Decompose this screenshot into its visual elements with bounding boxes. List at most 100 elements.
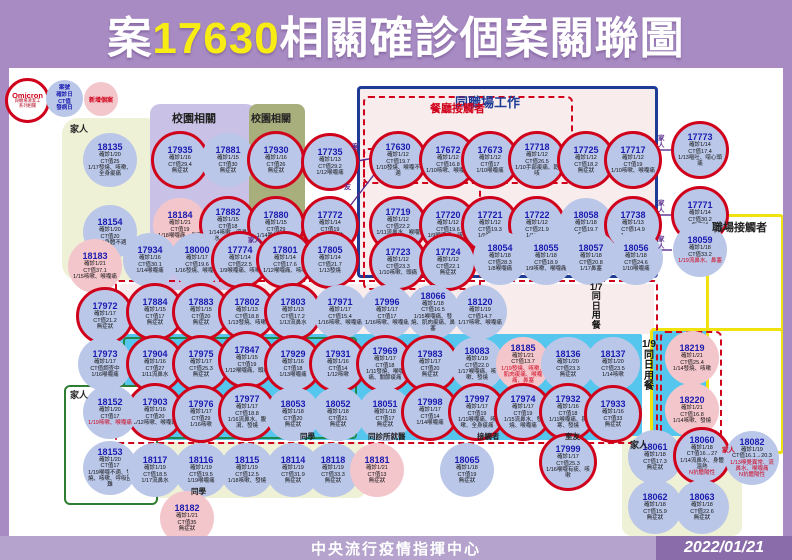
- relation-label: 室友: [565, 432, 580, 441]
- case-id: 18066: [420, 290, 446, 301]
- box-label-workplace-contacts: 職場接觸者: [712, 222, 767, 234]
- case-id: 17929: [280, 349, 306, 360]
- case-id: 17718: [524, 141, 550, 152]
- header-banner: 案17630相關確診個案關聯圖: [0, 0, 792, 68]
- case-id: 18153: [97, 446, 123, 457]
- case-id: 18052: [325, 399, 351, 410]
- case-id: 18057: [578, 243, 604, 254]
- case-id: 18055: [533, 243, 559, 254]
- case-id: 17973: [92, 349, 118, 360]
- case-id: 17717: [620, 145, 646, 156]
- case-id: 18182: [174, 503, 200, 514]
- right-border-strip: [783, 68, 792, 560]
- relation-label: 客: [352, 144, 359, 151]
- case-id: 18118: [320, 455, 346, 466]
- case-id: 17969: [372, 345, 398, 356]
- legend-omicron-title: Omicron: [12, 90, 43, 100]
- case-id: 17720: [435, 210, 461, 221]
- case-id: 18120: [467, 297, 493, 308]
- case-id: 18219: [679, 343, 705, 354]
- case-id: 18220: [679, 395, 705, 406]
- case-id: 17773: [687, 131, 713, 142]
- relation-label: 友: [344, 184, 351, 191]
- case-id: 17882: [215, 206, 241, 217]
- case-id: 18058: [573, 210, 599, 221]
- legend-omicron-line2: 與機場清潔工: [14, 98, 41, 104]
- left-border-strip: [0, 68, 9, 560]
- case-id: 17803: [280, 297, 306, 308]
- case-id: 18154: [97, 217, 123, 228]
- case-id: 17771: [687, 200, 713, 211]
- case-id: 17934: [137, 245, 163, 256]
- box-label-workplace-box: 同職場工作: [455, 95, 521, 110]
- case-number-highlight: 17630: [152, 14, 280, 63]
- box-label-family-bottom-right: 家人: [630, 440, 649, 450]
- case-id: 17735: [317, 147, 343, 158]
- case-id: 17802: [234, 297, 260, 308]
- case-id: 17903: [142, 397, 168, 408]
- case-id: 18114: [280, 455, 306, 466]
- case-id: 17719: [385, 206, 411, 217]
- relation-label: 接觸者: [477, 432, 500, 441]
- footer-date: 2022/01/21: [656, 536, 792, 560]
- case-id: 17884: [142, 297, 168, 308]
- footer-organization: 中央流行疫情指揮中心: [310, 540, 481, 558]
- case-id: 17975: [188, 349, 214, 360]
- case-id: 17847: [234, 345, 260, 356]
- case-id: 18063: [689, 492, 715, 503]
- box-label-family-green-box: 家人: [70, 390, 89, 400]
- relation-label: 同學: [300, 432, 315, 441]
- case-id: 17904: [142, 349, 168, 360]
- relation-label: 家 人: [658, 135, 665, 149]
- legend-new-case: 新增個案: [84, 82, 118, 116]
- legend-omicron-badge: Omicron 與機場清潔工 系列相關: [5, 78, 50, 123]
- case-id: 17983: [417, 349, 443, 360]
- case-id: 17971: [327, 297, 353, 308]
- case-id: 18054: [487, 243, 513, 254]
- case-id: 17883: [188, 297, 214, 308]
- case-id: 17725: [573, 145, 599, 156]
- case-id: 17722: [524, 210, 550, 221]
- case-id: 17977: [234, 393, 260, 404]
- case-id: 17805: [317, 245, 343, 256]
- case-id: 18061: [642, 442, 668, 453]
- case-id: 17774: [227, 245, 253, 256]
- case-id: 18053: [280, 399, 306, 410]
- case-id: 17738: [620, 210, 646, 221]
- case-id: 17972: [92, 301, 118, 312]
- legend-node-key: 案號 確診日 CT值 發病日: [46, 80, 83, 117]
- case-id: 17672: [435, 145, 461, 156]
- case-id: 17999: [555, 443, 581, 454]
- relation-label: 家人: [248, 237, 261, 244]
- page-title: 案17630相關確診個案關聯圖: [107, 14, 685, 63]
